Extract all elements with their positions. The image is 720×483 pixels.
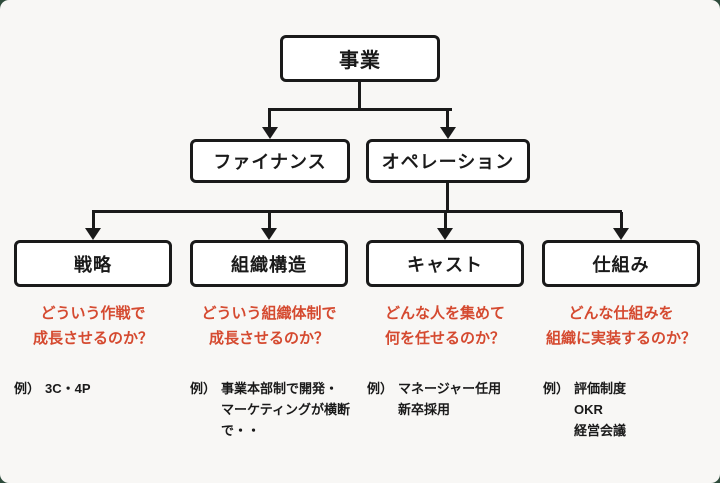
question-line: どんな仕組みを (568, 305, 674, 322)
question-line: どういう組織体制で (201, 305, 337, 322)
connector-line (268, 110, 271, 128)
example-lines: 評価制度 OKR 経営会議 (574, 378, 626, 441)
node-cast: キャスト (366, 240, 524, 287)
node-org-structure: 組織構造 (190, 240, 348, 287)
node-mechanism: 仕組み (542, 240, 700, 287)
connector-line (92, 210, 622, 213)
node-strategy: 戦略 (14, 240, 172, 287)
connector-line (358, 81, 361, 111)
question-line: 何を任せるのか？ (384, 330, 505, 347)
question-line: どんな人を集めて (384, 305, 505, 322)
node-cast-label: キャスト (407, 254, 483, 275)
example-label: 例） (543, 381, 570, 396)
connector-line (92, 212, 95, 228)
node-business-label: 事業 (339, 50, 381, 72)
example-line: マネージャー任用 (398, 381, 502, 396)
example-mechanism: 例） 評価制度 OKR 経営会議 (543, 378, 626, 441)
arrow-down-icon (262, 127, 278, 139)
connector-line (446, 183, 449, 213)
question-line: 成長させるのか？ (32, 330, 153, 347)
node-finance: ファイナンス (190, 139, 350, 183)
example-lines: 事業本部制で開発・ マーケティングが横断 で・・ (221, 378, 350, 441)
connector-line (268, 108, 452, 111)
node-mechanism-label: 仕組み (592, 254, 650, 275)
example-label: 例） (14, 381, 41, 396)
arrow-down-icon (437, 228, 453, 240)
question-line: 成長させるのか？ (208, 330, 329, 347)
example-line: マーケティングが横断 (221, 402, 350, 417)
example-lines: マネージャー任用 新卒採用 (398, 378, 501, 420)
example-line: で・・ (221, 423, 261, 438)
node-strategy-label: 戦略 (74, 254, 112, 275)
arrow-down-icon (261, 228, 277, 240)
example-lines: 3C・4P (45, 378, 91, 399)
question-line: どういう作戦で (40, 305, 146, 322)
node-operation: オペレーション (366, 139, 530, 183)
question-line: 組織に実装するのか？ (545, 330, 696, 347)
example-label: 例） (190, 381, 217, 396)
example-line: 評価制度 (574, 381, 627, 396)
arrow-down-icon (613, 228, 629, 240)
node-operation-label: オペレーション (381, 152, 515, 172)
example-line: 事業本部制で開発・ (221, 381, 339, 396)
question-strategy: どういう作戦で 成長させるのか？ (3, 301, 183, 351)
connector-line (446, 110, 449, 128)
connector-line (620, 212, 623, 228)
arrow-down-icon (440, 127, 456, 139)
connector-line (444, 212, 447, 228)
example-strategy: 例） 3C・4P (14, 378, 91, 399)
example-line: 3C・4P (45, 381, 91, 396)
node-finance-label: ファイナンス (213, 152, 327, 172)
question-org-structure: どういう組織体制で 成長させるのか？ (179, 301, 359, 351)
question-mechanism: どんな仕組みを 組織に実装するのか？ (531, 301, 711, 351)
example-cast: 例） マネージャー任用 新卒採用 (367, 378, 501, 420)
question-cast: どんな人を集めて 何を任せるのか？ (355, 301, 535, 351)
connector-line (268, 212, 271, 228)
node-business: 事業 (280, 35, 440, 82)
node-org-structure-label: 組織構造 (231, 254, 307, 275)
example-line: 経営会議 (574, 423, 627, 438)
example-org-structure: 例） 事業本部制で開発・ マーケティングが横断 で・・ (190, 378, 350, 441)
example-line: OKR (574, 402, 603, 417)
example-line: 新卒採用 (398, 402, 451, 417)
arrow-down-icon (85, 228, 101, 240)
example-label: 例） (367, 381, 394, 396)
